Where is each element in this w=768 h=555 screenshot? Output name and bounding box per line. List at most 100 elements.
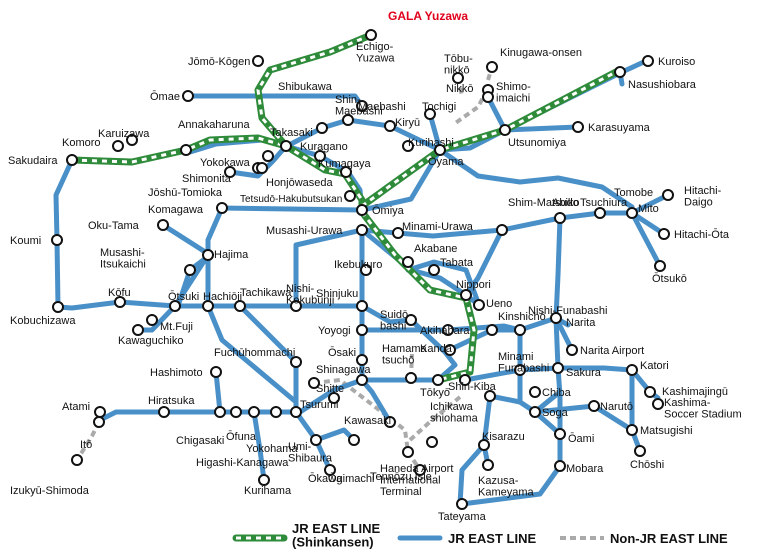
label-kawaguchiko: Kawaguchiko — [118, 335, 183, 347]
label-hachioji: Hachiōji — [203, 291, 242, 303]
station-tennozu-isle — [402, 446, 414, 458]
station-tsurumi-junction — [290, 406, 302, 418]
label-shinjuku: Shinjuku — [316, 288, 358, 300]
station-chiba — [529, 386, 541, 398]
station-shinjuku — [356, 300, 368, 312]
station-kobuchizawa — [52, 301, 64, 313]
station-naruto — [588, 400, 600, 412]
station-atami — [94, 406, 106, 418]
label-yokokawa: Yokokawa — [200, 157, 251, 169]
label-oami: Ōami — [568, 433, 594, 445]
label-narita-airport: Narita Airport — [580, 345, 644, 357]
label-hitachi-ota: Hitachi-Ōta — [674, 229, 730, 241]
label-hiratsuka: Hiratsuka — [148, 395, 195, 407]
station-karasuyama — [572, 121, 584, 133]
station-shin-kiba — [459, 374, 471, 386]
station-kazusa-kameyama — [482, 459, 494, 471]
station-otsuki — [169, 300, 181, 312]
station-choshi — [634, 445, 646, 457]
label-kisarazu: Kisarazu — [482, 431, 525, 443]
label-maebashi: Maebashi — [358, 101, 406, 113]
station-sakura — [552, 362, 564, 374]
station-mobara — [554, 460, 566, 472]
station-kawasaki — [384, 416, 396, 428]
station-kofu — [114, 296, 126, 308]
label-soga: Soga — [542, 407, 569, 419]
station-kinshicho — [486, 324, 498, 336]
label-atami: Atami — [62, 401, 90, 413]
label-yoyogi: Yoyogi — [318, 325, 351, 337]
label-hitachi-daigo: Hitachi-Daigo — [684, 185, 722, 209]
label-tennozu-isle: Tennōzu Isle — [370, 471, 432, 483]
station-shimo-imaichi — [482, 91, 494, 103]
label-matsugishi: Matsugishi — [640, 425, 693, 437]
label-kobuchizawa: Kobuchizawa — [10, 315, 76, 327]
label-tabata: Tabata — [440, 257, 474, 269]
label-shimo-imaichi: Shimo-imaichi — [496, 81, 531, 105]
station-suidobashi — [405, 314, 417, 326]
station-komoro — [112, 140, 124, 152]
station-tabata — [428, 264, 440, 276]
label-kashima-soccer: Kashima-Soccer Stadium — [664, 397, 742, 421]
station-izukyu-shimoda — [71, 454, 83, 466]
label-osaki: Ōsaki — [328, 347, 356, 359]
label-kiryu: Kiryū — [395, 117, 420, 129]
label-omiya: Ōmiya — [372, 205, 405, 217]
station-kiryu — [384, 120, 396, 132]
label-tateyama: Tateyama — [438, 511, 487, 523]
label-nasushiobara: Nasushiobara — [628, 79, 697, 91]
label-kanda: Kanda — [420, 343, 453, 355]
label-hajima: Hajima — [214, 249, 249, 261]
label-joshu-tomioka: Jōshū-Tomioka — [148, 187, 223, 199]
station-musashi-itsukaichi — [184, 264, 196, 276]
legend: JR EAST LINE(Shinkansen) JR EAST LINE No… — [232, 521, 728, 550]
label-tomobe: Tomobe — [614, 187, 653, 199]
label-gala-yuzawa: GALA Yuzawa — [388, 9, 468, 23]
station-tochigi — [424, 108, 436, 120]
label-omae: Ōmae — [150, 91, 180, 103]
label-higashi-kanagawa: Higashi-Kanagawa — [196, 457, 289, 469]
label-ueno: Ueno — [486, 298, 512, 310]
station-omae — [182, 90, 194, 102]
label-kawasaki: Kawasaki — [344, 415, 391, 427]
station-hitachi-ota — [658, 228, 670, 240]
station-kisarazu — [478, 439, 490, 451]
label-karasuyama: Karasuyama — [588, 122, 651, 134]
station-shin-maebashi — [316, 122, 328, 134]
stations — [51, 29, 674, 510]
station-hakubutsukan — [344, 190, 356, 202]
label-karuizawa: Karuizawa — [98, 128, 150, 140]
station-yokokawa — [256, 162, 268, 174]
station-ichikawa-shiohama — [484, 390, 496, 402]
station-echigo-yuzawa — [365, 29, 377, 41]
station-nippori — [460, 289, 472, 301]
label-izukyu-shimoda: Izukyū-Shimoda — [10, 485, 90, 497]
station-tobu-nikko — [452, 72, 464, 84]
station-tachikawa — [234, 300, 246, 312]
label-annakaharuna: Annakaharuna — [178, 119, 250, 131]
station-kuroiso — [642, 55, 654, 67]
label-musashi-itsukaichi: Musashi-Itsukaichi — [100, 247, 146, 271]
label-mito: Mito — [638, 203, 659, 215]
station-kumagaya — [340, 166, 352, 178]
label-chiba: Chiba — [542, 387, 572, 399]
station-matsugishi — [626, 424, 638, 436]
label-chigasaki: Chigasaki — [176, 435, 224, 447]
station-tsuchiura — [594, 207, 606, 219]
station-ueno — [473, 299, 485, 311]
station-kurihashi — [402, 140, 414, 152]
station-soga — [529, 406, 541, 418]
station-labels: GALA Yuzawa Echigo-Yuzawa Jōmō-Kōgen Kin… — [8, 9, 742, 523]
station-nasushiobara — [614, 66, 626, 78]
station-ofuna — [230, 406, 242, 418]
label-kinugawa-onsen: Kinugawa-onsen — [500, 47, 582, 59]
label-ofuna: Ōfuna — [226, 431, 257, 443]
legend-shinkansen-label: JR EAST LINE(Shinkansen) — [292, 521, 380, 550]
label-kazusa-kameyama: Kazusa-Kameyama — [478, 475, 535, 499]
label-otsuki: Ōtsuki — [168, 291, 199, 303]
station-yoyogi — [356, 324, 368, 336]
label-mt-fuji: Mt.Fuji — [160, 321, 193, 333]
station-sakudaira — [66, 154, 78, 166]
